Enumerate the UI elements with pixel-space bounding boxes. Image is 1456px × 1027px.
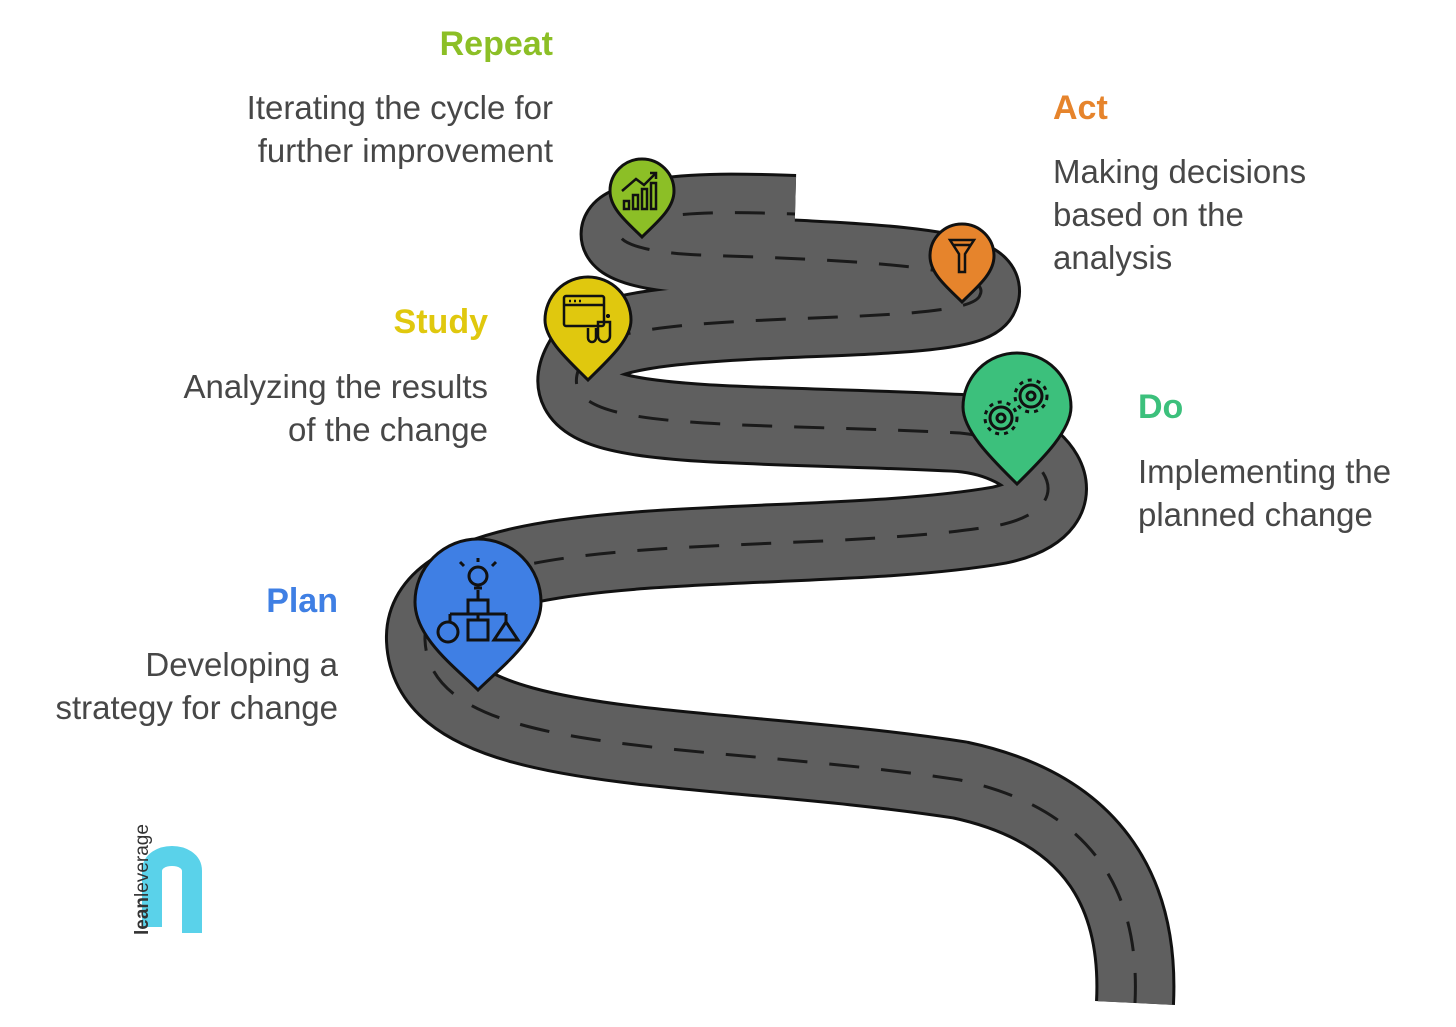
do-desc-line1: Implementing the xyxy=(1138,453,1392,490)
plan-desc-line1: Developing a xyxy=(145,646,338,683)
study-description: Analyzing the results of the change xyxy=(184,365,489,451)
plan-title: Plan xyxy=(266,582,338,620)
study-desc-line1: Analyzing the results xyxy=(183,368,489,405)
study-title: Study xyxy=(393,303,488,341)
act-desc-line2: based on the xyxy=(1053,196,1244,233)
funnel-icon xyxy=(947,238,977,274)
logo-word-leverage: leverage xyxy=(132,824,153,897)
growth-chart-icon xyxy=(621,171,658,211)
plan-description: Developing a strategy for change xyxy=(56,643,339,729)
decision-tree-icon xyxy=(436,558,521,644)
logo-word-lean: lean xyxy=(132,896,153,935)
do-desc-line2: planned change xyxy=(1138,496,1373,533)
study-desc-line2: of the change xyxy=(288,411,488,448)
do-description: Implementing the planned change xyxy=(1138,450,1391,536)
repeat-marker xyxy=(608,157,676,240)
gears-icon xyxy=(983,378,1049,436)
act-description: Making decisions based on the analysis xyxy=(1053,150,1306,279)
road-center-line xyxy=(423,211,1137,1004)
act-desc-line3: analysis xyxy=(1053,239,1173,276)
winding-road xyxy=(385,172,1176,1005)
logo-wordmark: leanleverage xyxy=(132,824,162,935)
repeat-desc-line1: Iterating the cycle for xyxy=(246,89,553,126)
repeat-description: Iterating the cycle for further improvem… xyxy=(247,86,553,172)
act-desc-line1: Making decisions xyxy=(1053,153,1307,190)
plan-marker xyxy=(413,537,543,693)
act-marker xyxy=(928,222,996,305)
plan-desc-line2: strategy for change xyxy=(55,689,339,726)
logo-mark xyxy=(142,846,202,933)
repeat-title: Repeat xyxy=(439,25,553,63)
do-marker xyxy=(961,351,1073,487)
act-title: Act xyxy=(1053,89,1108,127)
repeat-desc-line2: further improvement xyxy=(257,132,553,169)
do-title: Do xyxy=(1138,388,1184,426)
lab-analysis-icon xyxy=(562,294,612,344)
study-marker xyxy=(543,275,633,383)
